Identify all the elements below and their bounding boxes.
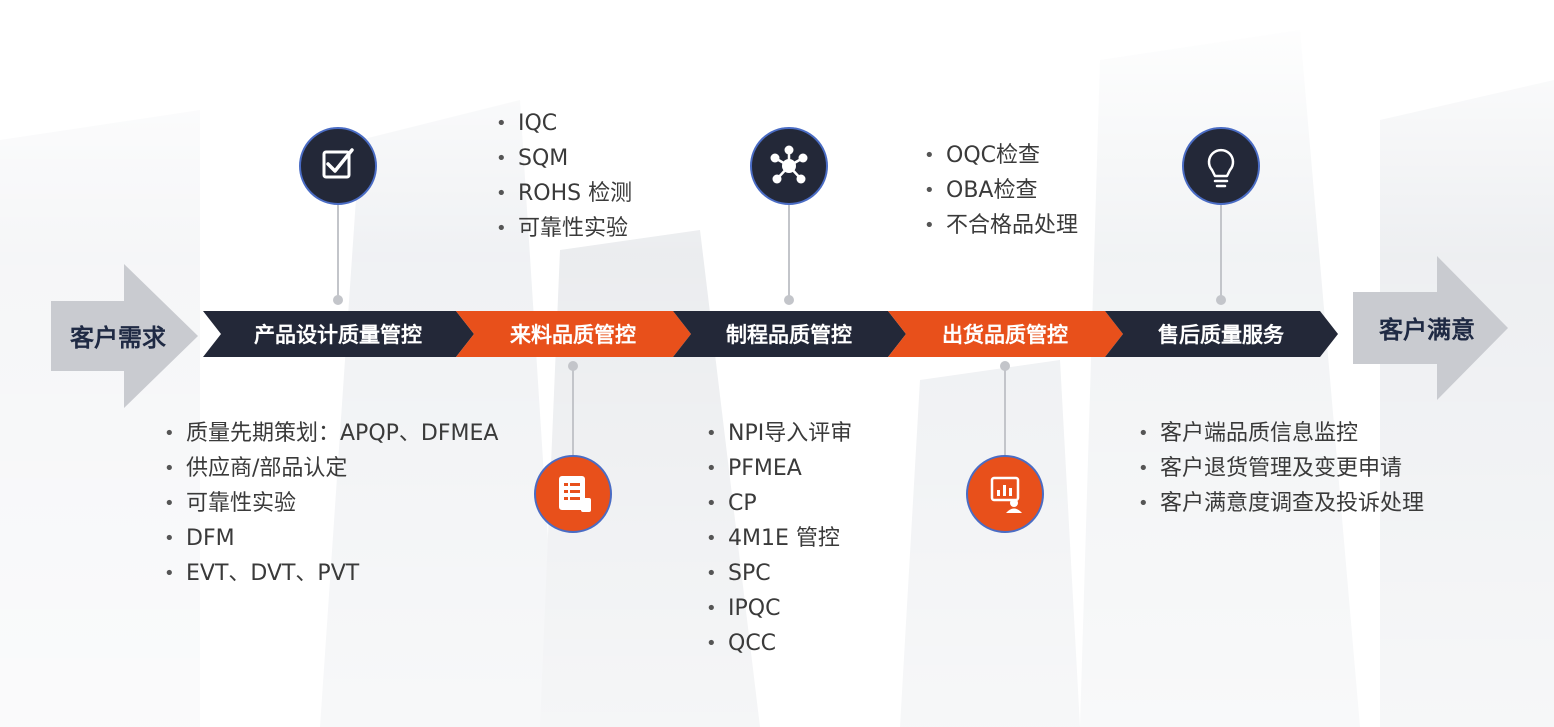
list-item: OQC检查 (924, 138, 1078, 173)
list-item: EVT、DVT、PVT (164, 556, 498, 591)
process-list: NPI导入评审 PFMEA CP 4M1E 管控 SPC IPQC QCC (706, 416, 852, 661)
connector-dot (1216, 295, 1226, 305)
list-item: 可靠性实验 (496, 211, 632, 246)
start-arrow (51, 264, 198, 408)
document-list-icon (534, 455, 612, 533)
list-item: SPC (706, 556, 852, 591)
report-chart-icon (966, 455, 1044, 533)
stage-5-chevron (1105, 311, 1338, 357)
list-item: DFM (164, 521, 498, 556)
list-item: ROHS 检测 (496, 176, 632, 211)
list-item: 4M1E 管控 (706, 521, 852, 556)
list-item: 可靠性实验 (164, 486, 498, 521)
design-list: 质量先期策划：APQP、DFMEA 供应商/部品认定 可靠性实验 DFM EVT… (164, 416, 498, 591)
list-item: 供应商/部品认定 (164, 451, 498, 486)
aftersales-list: 客户端品质信息监控 客户退货管理及变更申请 客户满意度调查及投诉处理 (1138, 416, 1424, 521)
stage-2-label: 来料品质管控 (510, 323, 636, 347)
stage-4-label: 出货品质管控 (942, 323, 1068, 347)
network-nodes-icon (750, 127, 828, 205)
stage-1-label: 产品设计质量管控 (254, 323, 422, 347)
list-item: 不合格品处理 (924, 208, 1078, 243)
list-item: CP (706, 486, 852, 521)
list-item: 客户满意度调查及投诉处理 (1138, 486, 1424, 521)
stage-4-chevron (888, 311, 1123, 357)
list-item: 客户端品质信息监控 (1138, 416, 1424, 451)
list-item: PFMEA (706, 451, 852, 486)
stage-2-chevron (456, 311, 691, 357)
connectors (337, 204, 1222, 458)
incoming-list: IQC SQM ROHS 检测 可靠性实验 (496, 106, 632, 246)
checkbox-icon (299, 127, 377, 205)
list-item: IQC (496, 106, 632, 141)
start-label: 客户需求 (70, 324, 166, 352)
list-item: QCC (706, 626, 852, 661)
list-item: SQM (496, 141, 632, 176)
list-item: 质量先期策划：APQP、DFMEA (164, 416, 498, 451)
list-item: NPI导入评审 (706, 416, 852, 451)
list-item: 客户退货管理及变更申请 (1138, 451, 1424, 486)
end-label: 客户满意 (1379, 316, 1475, 344)
list-item: IPQC (706, 591, 852, 626)
stage-3-label: 制程品质管控 (726, 323, 852, 347)
connector-dot (333, 295, 343, 305)
stage-3-chevron (673, 311, 906, 357)
connector-dot (784, 295, 794, 305)
list-item: OBA检查 (924, 173, 1078, 208)
lightbulb-icon (1182, 127, 1260, 205)
connector-dot (1000, 361, 1010, 371)
stage-1-chevron (203, 311, 474, 357)
end-arrow (1353, 256, 1508, 400)
stage-5-label: 售后质量服务 (1158, 323, 1285, 347)
shipping-list: OQC检查 OBA检查 不合格品处理 (924, 138, 1078, 243)
connector-dot (568, 361, 578, 371)
